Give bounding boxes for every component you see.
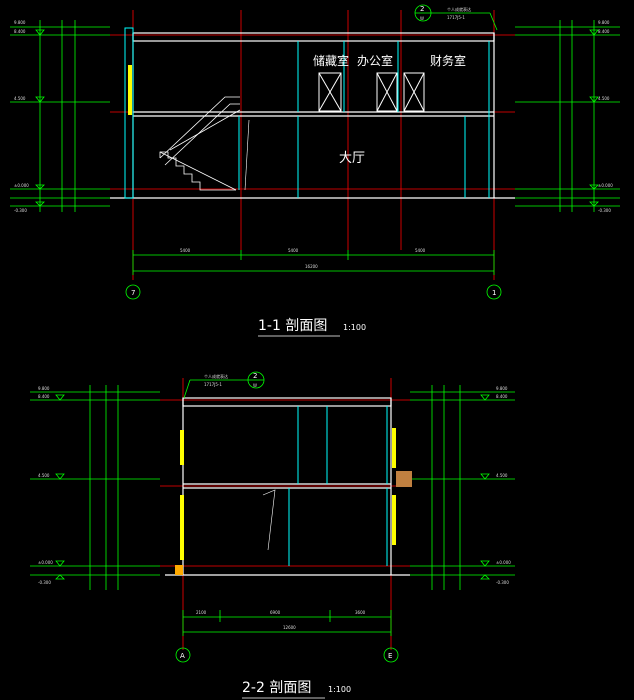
doors-1: [318, 72, 425, 112]
right-elevation-dims: [515, 20, 620, 212]
level-out-right-2: -0.300: [496, 580, 509, 585]
section-title-2: 2-2 剖面图: [242, 680, 311, 696]
level-out-left: -0.300: [14, 208, 27, 213]
interior-rail-2: [262, 489, 276, 551]
level-out-left-2: -0.300: [38, 580, 51, 585]
axis-marker-right-1: 1: [486, 284, 502, 300]
level-ground-left-2: ±0.000: [38, 560, 53, 565]
level-top-right-2: 9.800: [496, 386, 508, 391]
callout-ref-1: 1717J5-1: [447, 15, 465, 20]
level-mid-left-2: 4.500: [38, 473, 50, 478]
level-roof-right: 8.400: [598, 29, 610, 34]
dim-bottom-1a: 5400: [180, 248, 191, 253]
walls-cyan-2: [288, 406, 388, 566]
level-ground-right: ±0.000: [598, 183, 613, 188]
building-outline-1: [110, 32, 515, 199]
axis-marker-right-2: E: [383, 647, 399, 663]
level-top-left: 9.800: [14, 20, 26, 25]
step-element: [175, 565, 183, 575]
stair-rail: [244, 119, 250, 191]
section-1-1: 9.800 8.400 4.500 ±0.000 -0.300 9.800 8.…: [10, 4, 620, 337]
glazing-strip-2a: [180, 430, 184, 465]
callout-sheet-2: W: [253, 383, 257, 388]
callout-ref-2: 1717J5-1: [204, 382, 222, 387]
axis-marker-left-1: 7: [125, 284, 141, 300]
level-top-right: 9.800: [598, 20, 610, 25]
callout-note-2: 个人成就表达: [204, 373, 228, 379]
level-lines-2: [160, 399, 410, 567]
left-elevation-dims: [10, 20, 110, 212]
axis-marker-left-2: A: [175, 647, 191, 663]
right-elevation-dims-2: [410, 385, 515, 590]
section-scale-1: 1:100: [343, 323, 366, 332]
detail-callout-2: 2 W 个人成就表达 1717J5-1: [183, 371, 265, 399]
callout-sheet-1: W: [420, 16, 424, 21]
dim-bottom-2a: 2100: [196, 610, 207, 615]
level-top-left-2: 9.800: [38, 386, 50, 391]
glazing-strip-2c: [392, 428, 396, 468]
dim-bottom-2b: 6900: [270, 610, 281, 615]
svg-text:E: E: [388, 652, 392, 660]
room-label-office: 办公室: [357, 53, 393, 68]
section-scale-2: 1:100: [328, 685, 351, 694]
building-outline-2: [165, 397, 410, 576]
balcony-element: [396, 471, 412, 487]
bottom-dims-2: [182, 610, 392, 636]
section-title-1: 1-1 剖面图: [258, 318, 327, 334]
room-label-hall: 大厅: [339, 151, 365, 166]
section-2-2: 9.800 8.400 4.500 ±0.000 -0.300 9.800 8.…: [30, 371, 515, 699]
level-mid-left: 4.500: [14, 96, 26, 101]
dim-total-2: 12600: [283, 625, 296, 630]
level-out-right: -0.300: [598, 208, 611, 213]
svg-text:A: A: [180, 652, 185, 660]
axis-lines: [132, 10, 495, 280]
level-roof-left: 8.400: [14, 29, 26, 34]
dim-total-1: 16200: [305, 264, 318, 269]
walls-cyan-1: [124, 27, 490, 199]
level-mid-right-2: 4.500: [496, 473, 508, 478]
left-elevation-dims-2: [30, 385, 160, 590]
dim-bottom-1b: 5400: [288, 248, 299, 253]
detail-callout-1: 2 W 个人成就表达 1717J5-1: [414, 4, 498, 31]
level-mid-right: 4.500: [598, 96, 610, 101]
room-label-storage: 储藏室: [313, 53, 349, 68]
level-roof-left-2: 8.400: [38, 394, 50, 399]
callout-note-1: 个人成就表达: [447, 6, 471, 12]
svg-text:1: 1: [492, 289, 496, 297]
level-roof-right-2: 8.400: [496, 394, 508, 399]
staircase-1: [159, 96, 241, 191]
dim-bottom-2c: 3600: [355, 610, 366, 615]
svg-text:7: 7: [131, 289, 135, 297]
bottom-dims-1: [132, 250, 495, 275]
level-ground-right-2: ±0.000: [496, 560, 511, 565]
glazing-strip-2d: [392, 495, 396, 545]
callout-number-1: 2: [420, 5, 424, 13]
room-label-finance: 财务室: [430, 53, 466, 68]
level-ground-left: ±0.000: [14, 183, 29, 188]
glazing-strip-2b: [180, 495, 184, 560]
dim-bottom-1c: 5400: [415, 248, 426, 253]
callout-number-2: 2: [253, 372, 257, 380]
glazing-strip-1: [128, 65, 132, 115]
